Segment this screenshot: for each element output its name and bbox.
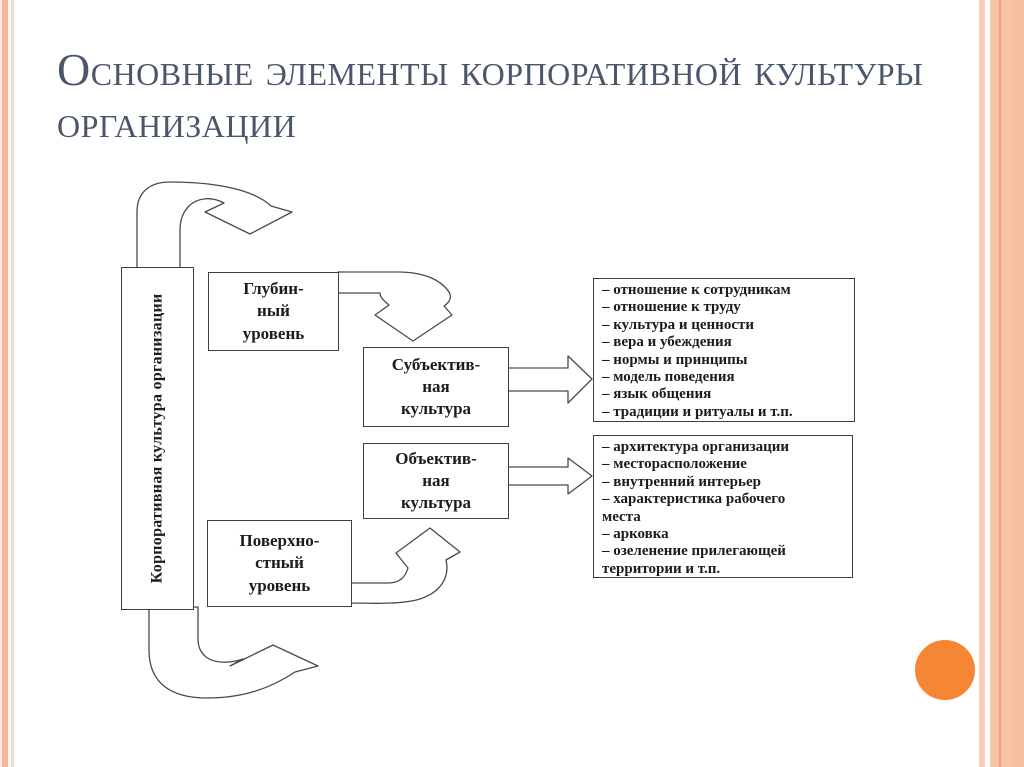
list-item: – внутренний интерьер — [602, 473, 761, 490]
curved-arrow-deep-to-subjective — [337, 271, 453, 342]
objective-culture-box: Объектив- ная культура — [363, 443, 509, 519]
list-item: – характеристика рабочего места — [602, 491, 786, 525]
objective-items-box: – архитектура организации– месторасполож… — [593, 435, 853, 578]
list-item: – традиции и ритуалы и т.п. — [602, 403, 793, 420]
list-item: – нормы и принципы — [602, 351, 748, 368]
curved-arrow-surface-to-objective — [348, 527, 461, 604]
block-arrow-objective — [504, 457, 593, 495]
list-item: – культура и ценности — [602, 316, 754, 333]
curved-arrow-top — [136, 181, 293, 269]
surface-level-label: Поверхно- стный уровень — [239, 531, 320, 595]
list-item: – архитектура организации — [602, 439, 790, 455]
list-item: – отношение к сотрудникам — [602, 282, 791, 298]
spine-box-corporate-culture: Корпоративная культура организации — [121, 267, 194, 610]
slide-title: Основные элементы корпоративной культуры… — [57, 44, 924, 147]
left-edge-stripe — [0, 0, 16, 767]
accent-circle — [915, 640, 975, 700]
deep-level-box: Глубин- ный уровень — [208, 272, 339, 351]
list-item: – вера и убеждения — [602, 334, 732, 351]
curved-arrow-bottom — [148, 606, 319, 699]
surface-level-box: Поверхно- стный уровень — [207, 520, 352, 607]
list-item: – озеленение прилегающей территории и т.… — [602, 543, 786, 577]
objective-culture-label: Объектив- ная культура — [395, 448, 477, 513]
spine-box-label: Корпоративная культура организации — [148, 293, 166, 584]
list-item: – арковка — [602, 526, 669, 543]
subjective-culture-box: Субъектив- ная культура — [363, 347, 509, 427]
list-item: – модель поведения — [602, 369, 735, 386]
subjective-items-box: – отношение к сотрудникам– отношение к т… — [593, 278, 855, 422]
right-edge-stripe — [979, 0, 1024, 767]
subjective-culture-label: Субъектив- ная культура — [391, 354, 481, 419]
deep-level-label: Глубин- ный уровень — [242, 279, 305, 343]
block-arrow-subjective — [506, 355, 593, 404]
list-item: – язык общения — [602, 386, 712, 403]
list-item: – месторасположение — [602, 456, 747, 473]
list-item: – отношение к труду — [602, 299, 741, 316]
